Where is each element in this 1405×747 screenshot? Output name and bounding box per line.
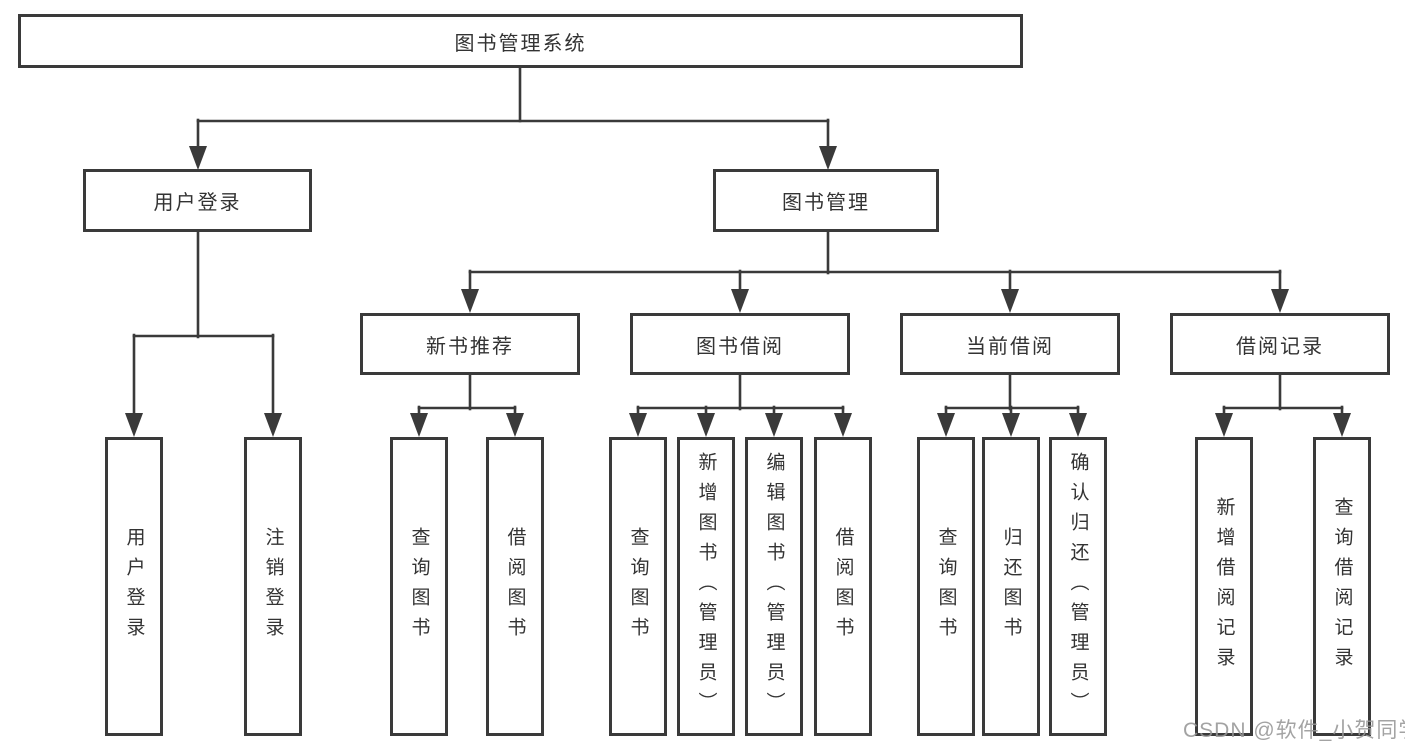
node-new-book-recommend: 新书推荐 bbox=[360, 313, 580, 375]
node-leaf-add-book-admin: 新增图书（管理员） bbox=[677, 437, 735, 736]
node-leaf-query-books-recommend: 查询图书 bbox=[390, 437, 448, 736]
node-current-borrow: 当前借阅 bbox=[900, 313, 1120, 375]
node-leaf-borrow-books: 借阅图书 bbox=[814, 437, 872, 736]
node-book-management-system: 图书管理系统 bbox=[18, 14, 1023, 68]
node-leaf-query-books-current: 查询图书 bbox=[917, 437, 975, 736]
node-leaf-query-books-borrow: 查询图书 bbox=[609, 437, 667, 736]
node-leaf-edit-book-admin: 编辑图书（管理员） bbox=[745, 437, 803, 736]
node-leaf-confirm-return-admin: 确认归还（管理员） bbox=[1049, 437, 1107, 736]
node-leaf-logout: 注销登录 bbox=[244, 437, 302, 736]
node-book-borrow: 图书借阅 bbox=[630, 313, 850, 375]
csdn-watermark: CSDN @软件_小贺同学 bbox=[1183, 719, 1405, 742]
node-leaf-return-books: 归还图书 bbox=[982, 437, 1040, 736]
node-leaf-add-borrow-record: 新增借阅记录 bbox=[1195, 437, 1253, 736]
node-leaf-query-borrow-record: 查询借阅记录 bbox=[1313, 437, 1371, 736]
node-book-management: 图书管理 bbox=[713, 169, 939, 232]
node-borrow-records: 借阅记录 bbox=[1170, 313, 1390, 375]
node-user-login: 用户登录 bbox=[83, 169, 312, 232]
node-leaf-user-login: 用户登录 bbox=[105, 437, 163, 736]
node-leaf-borrow-books-recommend: 借阅图书 bbox=[486, 437, 544, 736]
